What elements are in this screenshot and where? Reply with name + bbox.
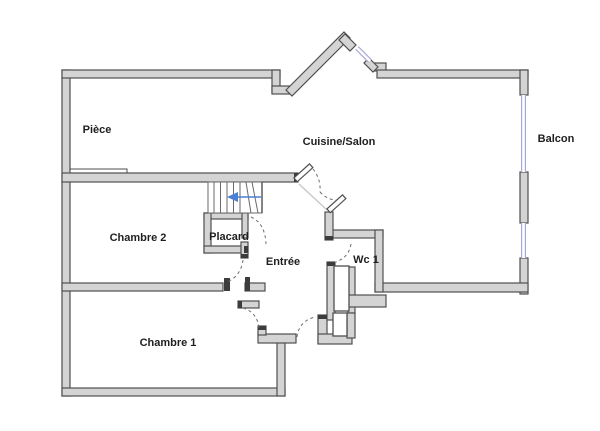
wall bbox=[61, 387, 286, 397]
wall bbox=[519, 171, 529, 224]
door-swing-arc bbox=[242, 307, 260, 329]
stair-direction-arrow-icon bbox=[227, 192, 238, 202]
room-label-chambre-2: Chambre 2 bbox=[110, 232, 167, 244]
door-swing-arc bbox=[335, 243, 352, 263]
wall-end-cap bbox=[318, 315, 327, 319]
fixture bbox=[332, 312, 348, 337]
wall bbox=[519, 69, 529, 96]
door-swing-arc bbox=[312, 168, 321, 193]
walls-layer bbox=[61, 62, 529, 397]
wall bbox=[257, 333, 297, 344]
fixture bbox=[333, 265, 350, 312]
room-label-cuisine-salon: Cuisine/Salon bbox=[303, 136, 376, 148]
room-label-piece: Pièce bbox=[83, 124, 112, 136]
wall-diagonal bbox=[338, 33, 357, 52]
door-leaf bbox=[293, 163, 314, 183]
wall-end-cap bbox=[325, 236, 333, 240]
wall-end-cap bbox=[244, 246, 248, 253]
wall-end-cap bbox=[241, 254, 248, 258]
windows-layer bbox=[355, 46, 526, 258]
wall bbox=[61, 69, 71, 397]
door-swing-arc bbox=[226, 259, 244, 283]
wall bbox=[61, 172, 299, 183]
window-core bbox=[356, 47, 371, 62]
room-label-entree: Entrée bbox=[266, 256, 300, 268]
wall bbox=[374, 229, 384, 293]
door-threshold bbox=[298, 183, 328, 211]
room-label-placard: Placard bbox=[209, 231, 249, 243]
wall bbox=[324, 211, 334, 241]
wall bbox=[61, 69, 281, 79]
doors-layer bbox=[226, 163, 352, 338]
wall-end-cap bbox=[258, 326, 266, 330]
wall bbox=[376, 69, 529, 79]
door-swing-arc bbox=[250, 216, 267, 245]
door-swing-arc bbox=[319, 191, 345, 201]
wall-end-cap bbox=[238, 301, 242, 308]
wall bbox=[347, 294, 387, 308]
diagonal-walls-layer bbox=[285, 31, 379, 97]
door-leaf bbox=[326, 194, 347, 214]
wall-end-cap bbox=[327, 262, 335, 266]
wall-end-cap bbox=[245, 277, 250, 291]
wall bbox=[61, 282, 224, 292]
wall-diagonal bbox=[285, 31, 351, 97]
room-label-chambre-1: Chambre 1 bbox=[140, 337, 197, 349]
wall bbox=[374, 282, 529, 293]
room-label-wc-1: Wc 1 bbox=[353, 254, 379, 266]
room-label-balcon: Balcon bbox=[538, 133, 575, 145]
door-swing-arc bbox=[296, 316, 316, 338]
stairs-layer bbox=[207, 181, 263, 214]
wall bbox=[346, 312, 356, 339]
fixtures-layer bbox=[332, 265, 350, 337]
wall bbox=[276, 341, 286, 397]
wall-end-cap bbox=[224, 278, 230, 291]
